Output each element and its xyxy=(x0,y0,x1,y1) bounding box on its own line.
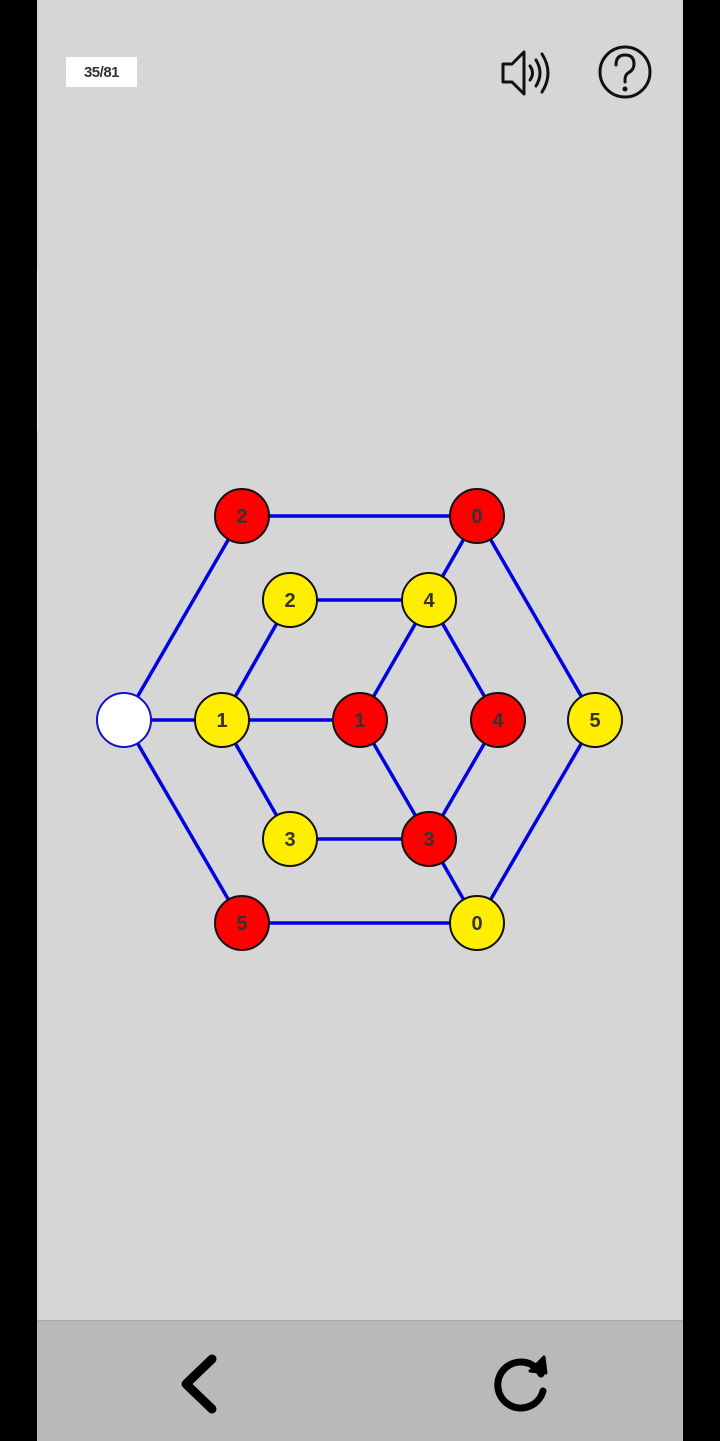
node-G[interactable]: 1 xyxy=(332,692,388,748)
help-button[interactable] xyxy=(595,42,655,102)
node-label: 5 xyxy=(236,913,247,935)
node-label: 1 xyxy=(354,710,365,732)
help-icon xyxy=(598,45,652,99)
restart-icon xyxy=(494,1355,548,1412)
node-circle xyxy=(262,572,318,628)
chevron-left-icon xyxy=(181,1354,217,1414)
node-circle xyxy=(567,692,623,748)
node-circle xyxy=(194,692,250,748)
node-circle xyxy=(449,895,505,951)
node-label: 3 xyxy=(423,829,434,851)
edge-swipe-handle xyxy=(37,270,43,430)
node-L[interactable]: 5 xyxy=(214,895,270,951)
back-button[interactable] xyxy=(164,1349,234,1419)
node-label: 4 xyxy=(492,710,504,732)
node-circle xyxy=(262,811,318,867)
node-circle xyxy=(332,692,388,748)
node-circle xyxy=(449,488,505,544)
node-A[interactable] xyxy=(96,692,152,748)
node-label: 0 xyxy=(471,506,482,528)
node-label: 5 xyxy=(589,710,600,732)
node-label: 3 xyxy=(284,829,295,851)
node-circle xyxy=(401,811,457,867)
node-B[interactable]: 2 xyxy=(214,488,270,544)
node-F[interactable]: 1 xyxy=(194,692,250,748)
node-circle xyxy=(96,692,152,748)
node-H[interactable]: 4 xyxy=(470,692,526,748)
node-circle xyxy=(470,692,526,748)
node-label: 4 xyxy=(423,590,435,612)
node-C[interactable]: 0 xyxy=(449,488,505,544)
speaker-on-icon xyxy=(501,50,550,96)
node-D[interactable]: 2 xyxy=(262,572,318,628)
node-I[interactable]: 5 xyxy=(567,692,623,748)
node-E[interactable]: 4 xyxy=(401,572,457,628)
node-M[interactable]: 0 xyxy=(449,895,505,951)
node-label: 1 xyxy=(216,710,227,732)
node-label: 2 xyxy=(236,506,247,528)
sound-button[interactable] xyxy=(498,42,558,102)
node-circle xyxy=(401,572,457,628)
node-J[interactable]: 3 xyxy=(262,811,318,867)
node-K[interactable]: 3 xyxy=(401,811,457,867)
bottom-bar xyxy=(37,1320,683,1441)
node-label: 2 xyxy=(284,590,295,612)
node-circle xyxy=(214,895,270,951)
node-label: 0 xyxy=(471,913,482,935)
level-counter: 35/81 xyxy=(66,57,137,87)
restart-button[interactable] xyxy=(486,1349,556,1419)
node-circle xyxy=(214,488,270,544)
